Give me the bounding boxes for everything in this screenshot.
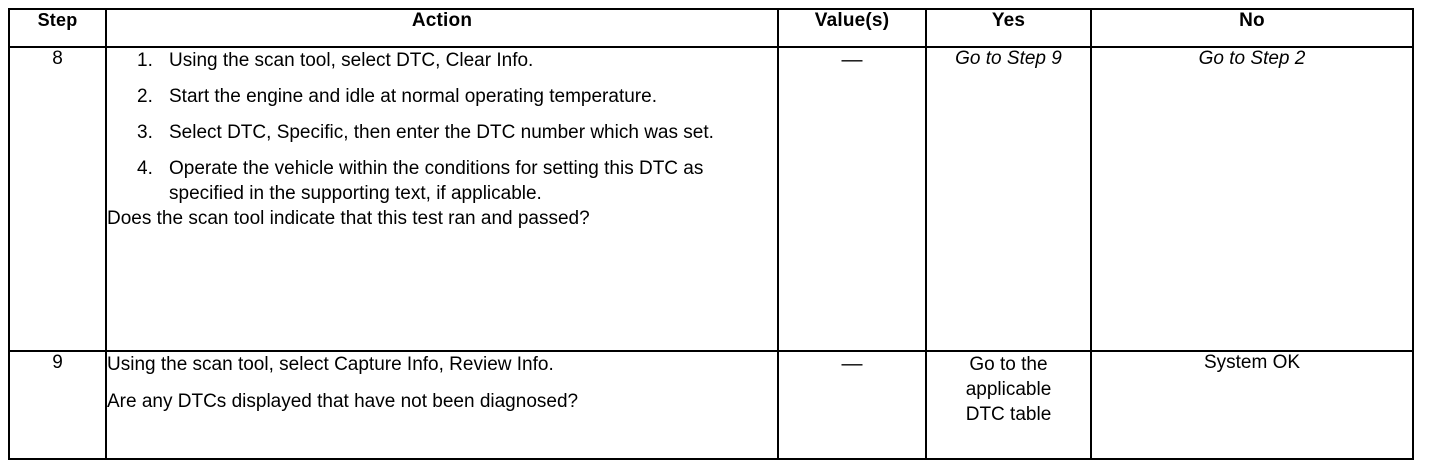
table-row: 9 Using the scan tool, select Capture In… (8, 350, 1414, 460)
table-body: 8 1. Using the scan tool, select DTC, Cl… (8, 46, 1414, 460)
list-item-text: Operate the vehicle within the condition… (169, 158, 704, 204)
list-item-number: 3. (137, 122, 153, 143)
column-header-value: Value(s) (777, 8, 927, 48)
step-number-8: 8 (8, 46, 107, 352)
action-question-step-9: Are any DTCs displayed that have not bee… (107, 391, 579, 412)
list-item-text: Start the engine and idle at normal oper… (169, 86, 657, 107)
list-item-number: 4. (137, 158, 153, 179)
yes-branch-step-9-lines: Go to the applicable DTC table (927, 352, 1090, 427)
yes-branch-line: DTC table (965, 404, 1052, 425)
action-instruction-list: 1. Using the scan tool, select DTC, Clea… (107, 48, 777, 206)
step-number-9: 9 (8, 350, 107, 460)
list-item-number: 1. (137, 50, 153, 71)
column-header-step: Step (8, 8, 107, 48)
list-item-text: Using the scan tool, select DTC, Clear I… (169, 50, 534, 71)
list-item: 3. Select DTC, Specific, then enter the … (107, 120, 777, 145)
value-cell-step-8: — (777, 46, 927, 352)
column-header-no: No (1090, 8, 1414, 48)
no-branch-step-9: System OK (1090, 350, 1414, 460)
action-cell-step-9: Using the scan tool, select Capture Info… (105, 350, 779, 460)
list-item-number: 2. (137, 86, 153, 107)
header-row: Step Action Value(s) Yes No (8, 8, 1414, 48)
table-row: 8 1. Using the scan tool, select DTC, Cl… (8, 46, 1414, 352)
column-header-yes: Yes (925, 8, 1092, 48)
yes-branch-line: Go to the (969, 354, 1048, 375)
list-item: 1. Using the scan tool, select DTC, Clea… (107, 48, 777, 73)
list-item: 4. Operate the vehicle within the condit… (107, 156, 777, 206)
action-cell-step-8: 1. Using the scan tool, select DTC, Clea… (105, 46, 779, 352)
yes-branch-step-8: Go to Step 9 (925, 46, 1092, 352)
action-question-step-8: Does the scan tool indicate that this te… (107, 208, 590, 229)
table-header: Step Action Value(s) Yes No (8, 8, 1414, 48)
yes-branch-line: applicable (965, 379, 1052, 400)
yes-branch-step-9: Go to the applicable DTC table (925, 350, 1092, 460)
diagnostic-step-table: Step Action Value(s) Yes No 8 1. Using t… (8, 8, 1414, 460)
action-line-step-9: Using the scan tool, select Capture Info… (107, 354, 554, 375)
value-cell-step-9: — (777, 350, 927, 460)
no-branch-step-8: Go to Step 2 (1090, 46, 1414, 352)
list-item: 2. Start the engine and idle at normal o… (107, 84, 777, 109)
column-header-action: Action (105, 8, 779, 48)
list-item-text: Select DTC, Specific, then enter the DTC… (169, 122, 714, 143)
